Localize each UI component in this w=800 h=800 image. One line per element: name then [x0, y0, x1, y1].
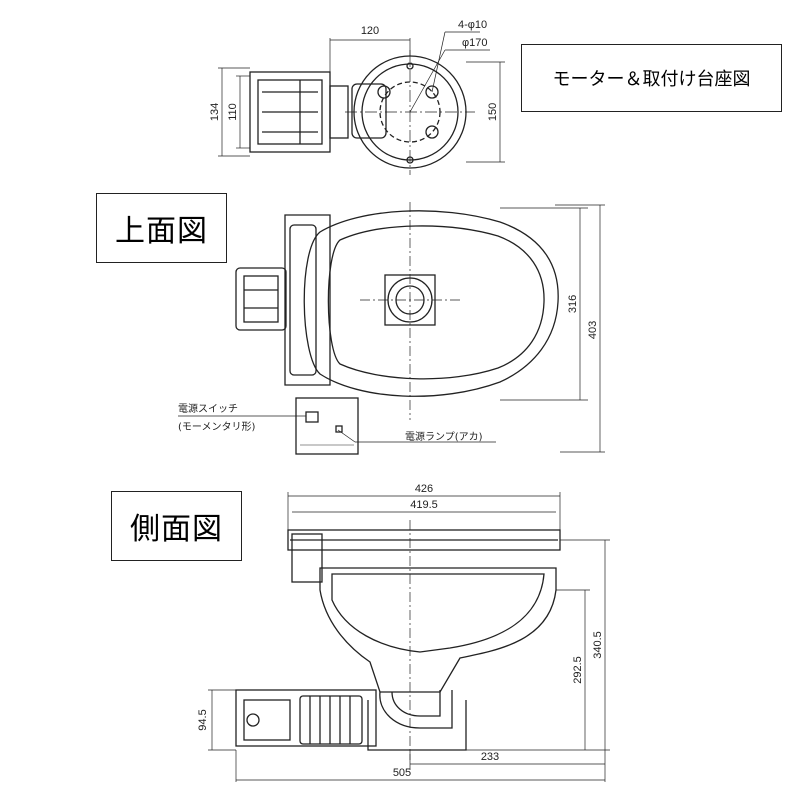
label-power-lamp: 電源ランプ(アカ) [405, 430, 483, 443]
top-view [178, 202, 605, 455]
dim-bowl-height: 292.5 [572, 656, 584, 684]
rear-housing [284, 214, 331, 386]
dim-seat-depth: 316 [567, 295, 579, 313]
control-panel [295, 397, 359, 455]
motor-top [235, 267, 287, 331]
dim-base-height: 150 [487, 103, 499, 121]
side-view [208, 492, 610, 782]
dim-overall-width: 426 [415, 483, 433, 495]
motor-base-title: モーター＆取付け台座図 [521, 44, 782, 112]
bowl-inner [327, 225, 545, 380]
power-lamp [335, 425, 343, 433]
power-switch [305, 411, 319, 423]
dim-bolt-circle: φ170 [462, 37, 488, 49]
dim-total-height: 340.5 [592, 631, 604, 659]
bolt-hole [377, 85, 391, 99]
bolt-hole [406, 62, 414, 70]
dim-rear-offset: 233 [481, 751, 499, 763]
bolt-hole [425, 85, 439, 99]
bolt-hole [425, 125, 439, 139]
top-view-title: 上面図 [96, 193, 227, 263]
dim-bolt-holes: 4-φ10 [458, 19, 487, 31]
dim-motor-height-outer: 134 [209, 103, 221, 121]
motor-base-view [218, 31, 505, 175]
dim-motor-unit-height: 94.5 [197, 709, 209, 730]
dim-motor-width: 120 [361, 25, 379, 37]
base-side [367, 700, 467, 751]
label-power-switch: 電源スイッチ [178, 402, 238, 415]
side-view-title: 側面図 [111, 491, 242, 561]
dim-total-length: 505 [393, 767, 411, 779]
dim-seat-width: 419.5 [410, 499, 438, 511]
dim-total-depth: 403 [587, 321, 599, 339]
bowl-side [319, 567, 557, 693]
label-power-switch-type: (モーメンタリ形) [178, 421, 256, 433]
seat-outline [303, 210, 559, 397]
dim-motor-height-inner: 110 [227, 103, 239, 121]
motor-side [235, 689, 377, 747]
